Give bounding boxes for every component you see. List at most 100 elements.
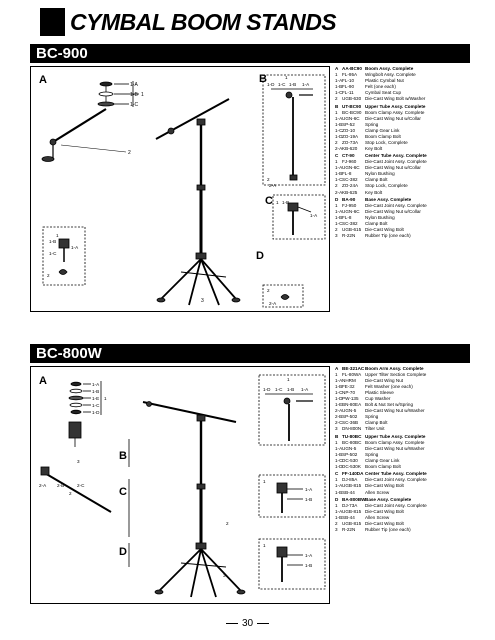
part-key: 1-A [335, 115, 343, 121]
part-desc: Die-Cast Wing Nut w/Washer [365, 445, 425, 451]
label-b800-1C: 1-C [275, 387, 283, 392]
part-key: 1-C [335, 177, 343, 183]
part-key: 1-B [335, 384, 343, 390]
part-key: 1-B [335, 215, 343, 221]
part-code: UGN-6C [342, 165, 360, 171]
part-code: FL-8 [342, 171, 352, 177]
part-key: 1-C [335, 127, 343, 133]
part-code: SC-36B [342, 420, 359, 426]
part-key: 1-B [335, 84, 343, 90]
part-code: SB-44 [342, 515, 355, 521]
part-desc: Rubber Tip (one each) [365, 233, 411, 239]
part-code: TU-80BC [342, 433, 362, 439]
part-desc: Spring [365, 121, 379, 127]
part-desc: Upper Tilter Section Complete [365, 372, 427, 378]
part-key: 2 [335, 227, 338, 233]
part-code: KB-625 [342, 189, 358, 195]
label-d-2-detail: 2 [267, 288, 270, 293]
part-desc: Plastic Cymbal Nut [365, 78, 404, 84]
label-d-1C: 1-C [49, 251, 57, 256]
part-key: 1-A [335, 208, 343, 214]
label-a-2: 2 [128, 150, 131, 156]
part-code: R-22N [342, 233, 356, 239]
part-code: UGN-6C [342, 208, 360, 214]
label-b800-1: 1 [287, 377, 290, 382]
part-key: 1-D [335, 464, 343, 470]
part-desc: Stop Lock, Complete [365, 183, 408, 189]
label-b-1A: 1-A [302, 82, 310, 87]
part-code: DC-530K [342, 464, 361, 470]
label-d800-1: 1 [263, 543, 266, 548]
label-d800-1A: 1-A [305, 553, 313, 558]
part-key: 2 [335, 521, 338, 527]
part-key: B [335, 433, 339, 439]
label-a800-2B: 2-B [57, 483, 64, 488]
title-block-marker [40, 8, 65, 36]
label-B: B [259, 73, 267, 85]
part-desc: Die-Cast Wing Bolt [365, 227, 404, 233]
part-key: 2 [335, 96, 338, 102]
part-desc: Plastic Sleeve [365, 390, 394, 396]
part-desc: Base Assy. Complete [365, 196, 412, 202]
part-desc: Nylon Bushing [365, 215, 395, 221]
part-key: 1-C [335, 390, 343, 396]
part-desc: Clamp Bolt [365, 221, 388, 227]
part-code: ZO-10 [342, 127, 356, 133]
part-key: D [335, 196, 339, 202]
part-code: BN-80EA [342, 402, 362, 408]
part-key: C [335, 153, 339, 159]
part-desc: Boom Arm Assy. Complete [365, 366, 424, 371]
part-desc: Bolt & Nut Set w/Spring [365, 402, 414, 408]
part-key: 2-A [335, 145, 343, 151]
label-b-2A: 2-A [269, 183, 277, 188]
label-a-1A: 1-A [130, 82, 138, 88]
diagram-bc800w: A 1-A 1-B 1-E 1-C 1-D 1 3 2- [30, 366, 330, 604]
part-code: DJ-73A [342, 502, 358, 508]
part-code: ZO-73A [342, 139, 359, 145]
part-key: 2 [335, 139, 338, 145]
label-c800-1B: 1-B [305, 497, 312, 502]
part-code: UGB-815 [342, 483, 362, 489]
part-code: UT-BC90 [342, 103, 362, 109]
label-b-1D: 1-D [267, 82, 275, 87]
part-code: PW-135 [342, 396, 359, 402]
part-key: 1-D [335, 133, 343, 139]
label-a800-2C: 2-C [77, 483, 85, 488]
part-key: 1-A [335, 445, 343, 451]
part-code: BC-BC90 [342, 109, 362, 115]
part-desc: Tilter Unit [365, 426, 385, 432]
part-key: 1 [335, 477, 338, 483]
part-desc: Die-Cast Wing Bolt [365, 483, 404, 489]
part-key: 2-A [335, 408, 343, 414]
part-key: 1-B [335, 489, 343, 495]
diagram-bc900: A 1-A 1-B 1-C 1 2 [30, 66, 330, 312]
part-desc: Center Tube Assy. Complete [365, 153, 427, 159]
part-code: SC-382 [342, 177, 358, 183]
part-key: 1-C [335, 458, 343, 463]
part-key: 1 [335, 502, 338, 508]
label-a-1B: 1-B [130, 92, 138, 98]
part-code: FF-140DA [342, 471, 364, 477]
part-desc: Spring [365, 451, 379, 457]
part-key: 1-B [335, 171, 343, 177]
